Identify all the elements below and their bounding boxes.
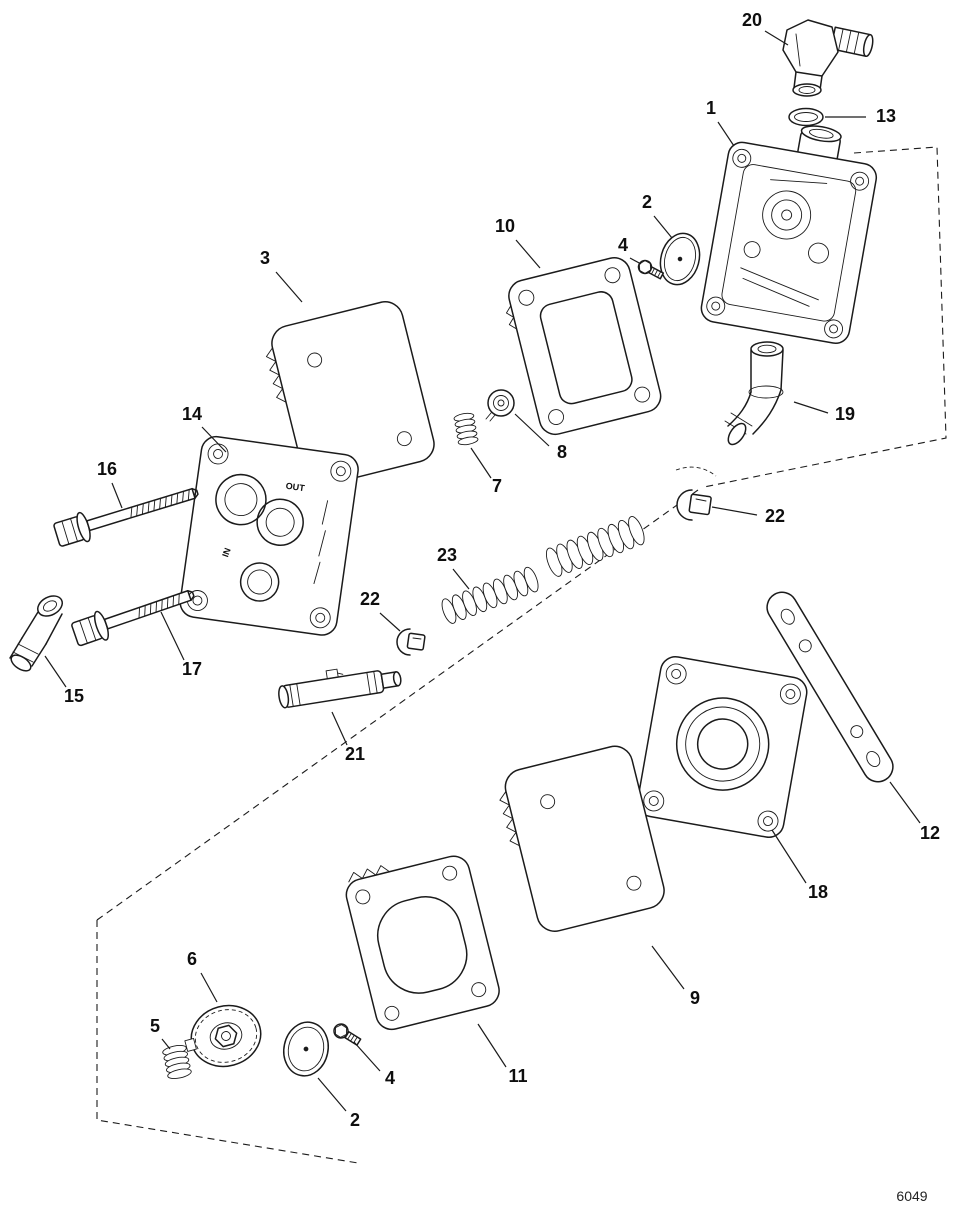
axis-dashed-diagonal xyxy=(96,489,699,921)
callout-leader-4 xyxy=(353,1041,381,1072)
callout-number-11: 11 xyxy=(508,1066,527,1086)
callout-leader-1 xyxy=(717,121,735,147)
callout-layer: 20 1 13 2 4 10 3 8 7 19 22 14 16 23 22 15 17 21 12 18 9 6 5 11 4… xyxy=(44,10,940,1130)
part-10-gasket xyxy=(505,257,662,436)
callout-leader-22 xyxy=(711,506,758,516)
part-16-bolt xyxy=(53,487,199,547)
callout-leader-16 xyxy=(111,482,123,509)
part-19-elbow-fitting xyxy=(724,341,784,446)
callout-number-10: 10 xyxy=(495,216,515,236)
callout-leader-21 xyxy=(331,711,348,746)
axis-dashed-clip-link xyxy=(675,466,717,477)
callout-number-23: 23 xyxy=(437,545,457,565)
callout-leader-20 xyxy=(764,30,789,46)
boundary-dashed-top-right xyxy=(703,146,947,488)
callout-number-8: 8 xyxy=(557,442,567,462)
callout-leader-8 xyxy=(514,413,550,447)
part-12-strap xyxy=(766,591,894,783)
part-1-pump-body xyxy=(700,125,878,344)
callout-number-2: 2 xyxy=(350,1110,360,1130)
callout-leader-23 xyxy=(452,568,470,590)
part-21-fuel-tube xyxy=(278,668,402,709)
part-14-pump-cover: OUT IN xyxy=(179,435,359,636)
part-9-diaphragm-lower xyxy=(499,745,665,932)
part-22-clip-right xyxy=(676,489,712,521)
part-13-o-ring xyxy=(788,107,824,127)
callout-number-21: 21 xyxy=(345,744,365,764)
callout-leader-22 xyxy=(379,612,401,632)
callout-leader-15 xyxy=(44,655,67,688)
callout-number-6: 6 xyxy=(187,949,197,969)
callout-leader-17 xyxy=(160,611,185,661)
cover-marking-in: IN xyxy=(220,547,232,559)
callout-leader-18 xyxy=(771,829,807,884)
callout-number-15: 15 xyxy=(64,686,84,706)
callout-leader-4 xyxy=(629,257,642,265)
callout-number-13: 13 xyxy=(876,106,896,126)
callout-leader-7 xyxy=(470,447,492,479)
callout-number-20: 20 xyxy=(742,10,762,30)
part-18-base-flange xyxy=(636,656,808,839)
callout-number-1: 1 xyxy=(706,98,716,118)
callout-leader-5 xyxy=(161,1038,171,1050)
boundary-dashed-bottom-left xyxy=(96,920,359,1164)
callout-leader-2 xyxy=(317,1077,347,1112)
part-4-screw-upper xyxy=(637,259,665,280)
figure-number: 6049 xyxy=(896,1188,927,1204)
callout-number-22: 22 xyxy=(765,506,785,526)
callout-leader-10 xyxy=(515,239,541,269)
callout-number-19: 19 xyxy=(835,404,855,424)
part-2-valve-disc-upper xyxy=(659,232,701,286)
callout-leader-2 xyxy=(653,215,673,239)
cover-marking-out: OUT xyxy=(285,481,306,494)
callout-number-9: 9 xyxy=(690,988,700,1008)
part-7-valve-spring xyxy=(453,412,479,446)
callout-leader-9 xyxy=(651,945,685,990)
callout-number-22: 22 xyxy=(360,589,380,609)
callout-number-14: 14 xyxy=(182,404,202,424)
callout-number-17: 17 xyxy=(182,659,202,679)
callout-leader-12 xyxy=(889,781,921,824)
callout-number-4: 4 xyxy=(618,235,628,255)
callout-leader-3 xyxy=(275,271,303,303)
callout-leader-11 xyxy=(477,1023,507,1068)
part-23-spring-large xyxy=(545,516,645,577)
callout-leader-19 xyxy=(793,401,829,414)
part-15-elbow-fitting xyxy=(9,595,63,672)
part-2-valve-disc-lower xyxy=(283,1021,329,1077)
part-5-valve-spring xyxy=(162,1045,192,1079)
callout-number-16: 16 xyxy=(97,459,117,479)
callout-number-5: 5 xyxy=(150,1016,160,1036)
part-17-bolt xyxy=(71,589,195,647)
callout-number-2: 2 xyxy=(642,192,652,212)
part-23-spring-small xyxy=(441,566,539,624)
callout-number-18: 18 xyxy=(808,882,828,902)
part-4-screw-lower xyxy=(333,1023,362,1046)
part-22-clip-left xyxy=(396,628,426,656)
callout-number-4: 4 xyxy=(385,1068,395,1088)
part-6-valve-cover xyxy=(184,1004,262,1068)
callout-number-12: 12 xyxy=(920,823,940,843)
part-3-diaphragm-upper xyxy=(265,301,435,487)
part-11-gasket-lower xyxy=(345,855,500,1031)
part-20-elbow-fitting xyxy=(782,19,874,97)
callout-leader-14 xyxy=(201,426,227,453)
callout-number-7: 7 xyxy=(492,476,502,496)
callout-leader-6 xyxy=(200,972,218,1003)
callout-number-3: 3 xyxy=(260,248,270,268)
part-8-valve-cup xyxy=(485,389,515,422)
